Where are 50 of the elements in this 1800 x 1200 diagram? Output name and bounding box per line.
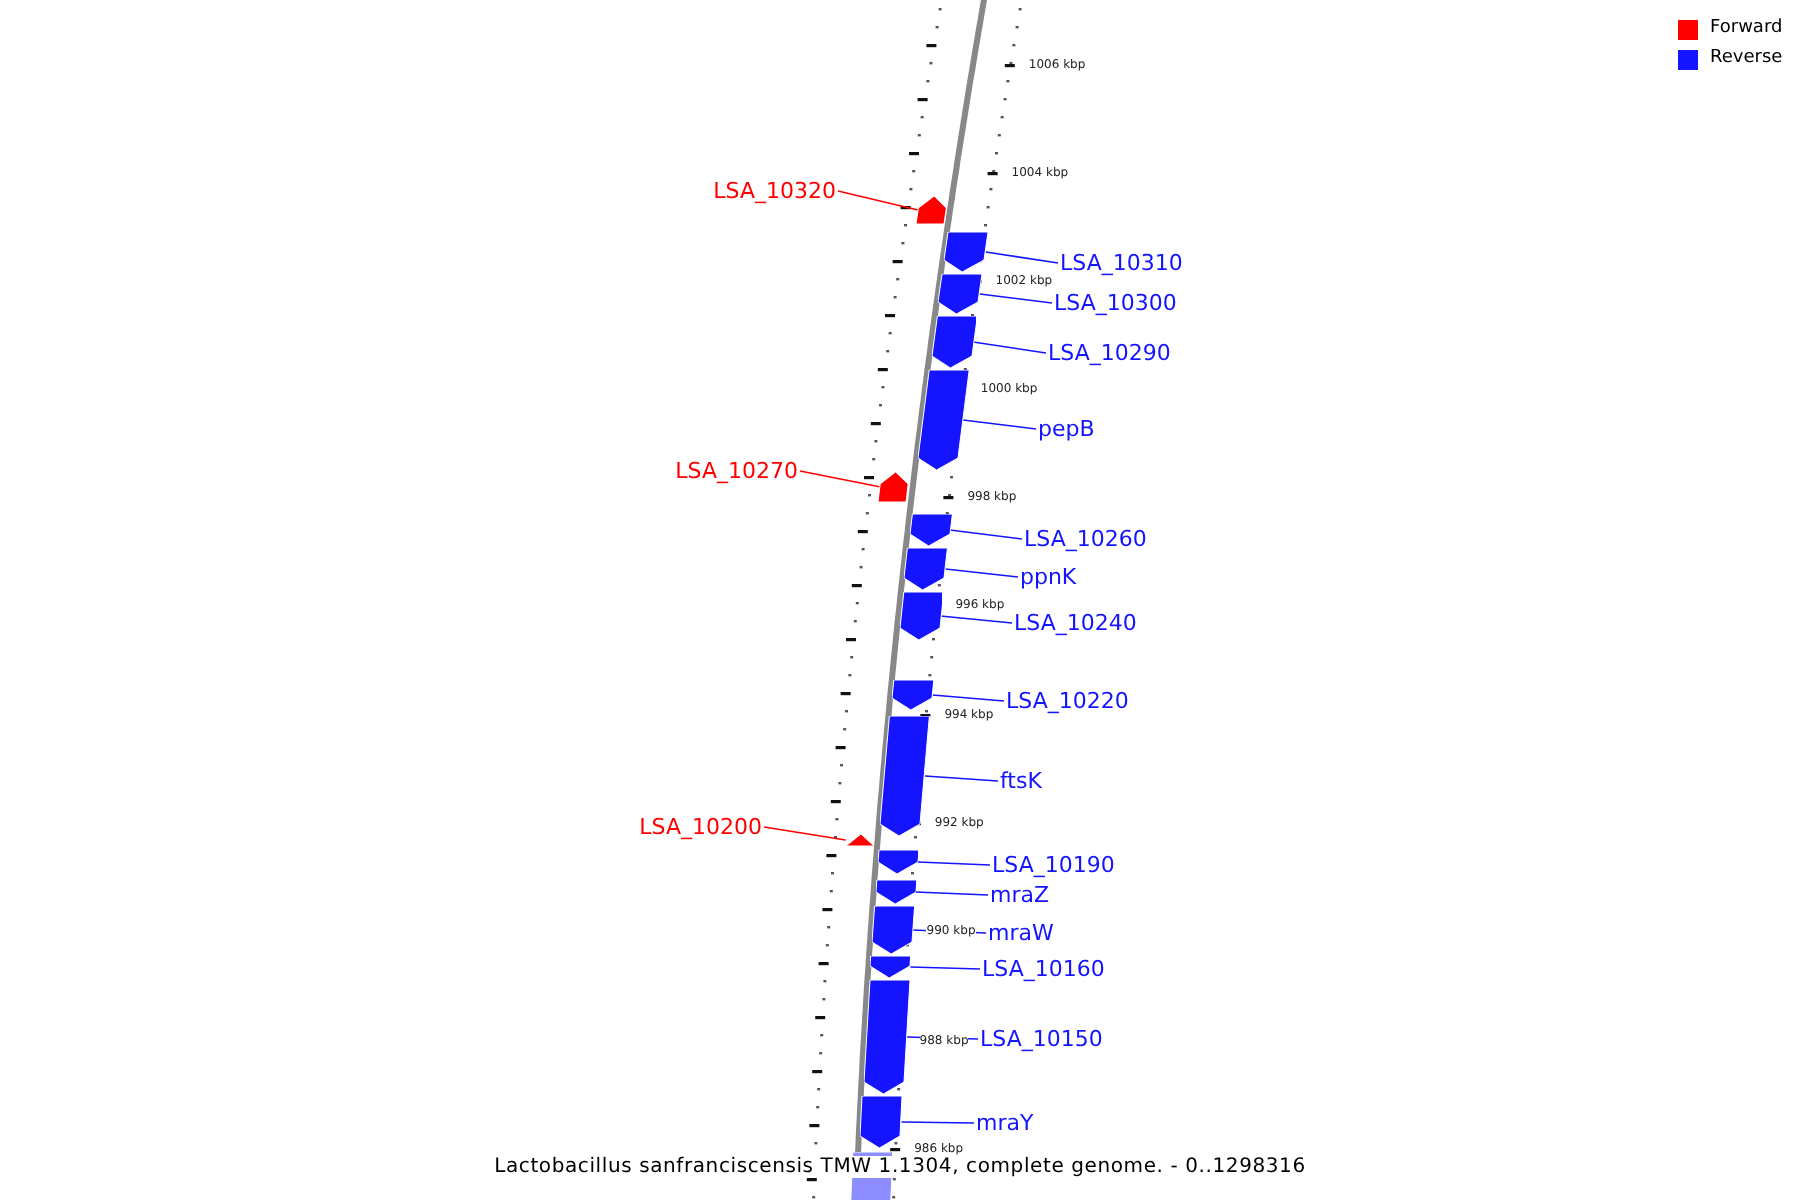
leader-line bbox=[914, 891, 989, 896]
leader-line bbox=[931, 694, 1005, 702]
leader-line bbox=[837, 190, 919, 211]
leader-line bbox=[909, 966, 981, 970]
gene-block bbox=[899, 592, 943, 640]
leader-line bbox=[799, 470, 882, 488]
gene-label: LSA_10220 bbox=[1006, 688, 1129, 714]
gene-block bbox=[880, 716, 931, 836]
gene-label: LSA_10200 bbox=[639, 814, 762, 840]
gene-label: LSA_10270 bbox=[675, 458, 798, 484]
leader-line bbox=[962, 419, 1037, 430]
gene-label: mraZ bbox=[990, 882, 1050, 908]
leader-line bbox=[985, 251, 1059, 264]
leader-line bbox=[979, 293, 1053, 304]
caption: Lactobacillus sanfranciscensis TMW 1.1304, complete genome. - 0..1298316 bbox=[490, 1156, 1310, 1178]
gene-label: LSA_10300 bbox=[1054, 290, 1177, 316]
legend-label: Reverse bbox=[1710, 46, 1783, 72]
gene-block bbox=[938, 274, 983, 314]
gene-block bbox=[931, 316, 977, 368]
leader-line bbox=[924, 775, 999, 782]
leader-line bbox=[944, 568, 1019, 578]
gene-block bbox=[904, 548, 948, 590]
gene-label: LSA_10240 bbox=[1014, 610, 1137, 636]
gene-label: mraW bbox=[988, 920, 1054, 946]
gene-label: mraY bbox=[976, 1110, 1034, 1136]
gene-label: pepB bbox=[1038, 416, 1095, 442]
gene-block bbox=[892, 680, 934, 710]
leader-line bbox=[949, 529, 1023, 540]
gene-block bbox=[878, 472, 910, 502]
gene-block bbox=[944, 232, 989, 272]
gene-label: LSA_10190 bbox=[992, 852, 1115, 878]
gene-label: ppnK bbox=[1020, 564, 1077, 590]
gene-label: LSA_10320 bbox=[713, 178, 836, 204]
gene-label: LSA_10260 bbox=[1024, 526, 1147, 552]
gene-label: ftsK bbox=[1000, 768, 1042, 794]
gene-block bbox=[877, 850, 919, 874]
legend-label: Forward bbox=[1710, 16, 1783, 42]
gene-block bbox=[860, 1096, 903, 1148]
leader-line bbox=[972, 341, 1047, 354]
gene-label: LSA_10160 bbox=[982, 956, 1105, 982]
gene-block bbox=[845, 834, 874, 846]
leader-line bbox=[939, 615, 1013, 624]
leader-line bbox=[763, 826, 847, 841]
gene-label: LSA_10150 bbox=[980, 1026, 1103, 1052]
gene-block bbox=[915, 196, 947, 224]
gene-block bbox=[909, 514, 952, 546]
gene-label: LSA_10310 bbox=[1060, 250, 1183, 276]
gene-label: LSA_10290 bbox=[1048, 340, 1171, 366]
leader-line bbox=[917, 861, 991, 866]
leader-line bbox=[900, 1121, 975, 1124]
